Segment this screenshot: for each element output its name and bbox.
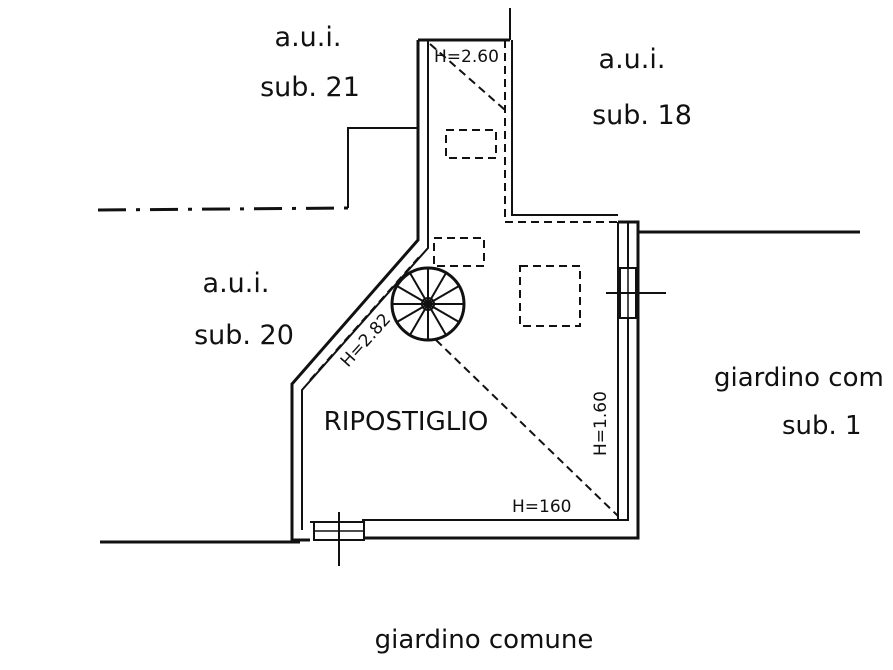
- label-sub18-line2: sub. 18: [592, 100, 692, 131]
- window-south: [313, 512, 365, 566]
- wall-corridor-east: [504, 40, 618, 223]
- boundary-lines: [97, 8, 860, 544]
- wall-inner-east-south: [362, 222, 629, 521]
- boundary-west-dashdot: [97, 206, 349, 212]
- label-sub20-line1: a.u.i.: [203, 268, 270, 299]
- wall-outer-east-south: [362, 220, 640, 540]
- height-label-bottom: H=160: [512, 497, 571, 517]
- room-label: RIPOSTIGLIO: [324, 407, 489, 437]
- boundary-sub21-step: [347, 127, 418, 208]
- skylight-middle: [433, 237, 485, 267]
- label-sub21-line2: sub. 21: [260, 72, 360, 103]
- label-garden-east-line2: sub. 1: [782, 411, 862, 441]
- slope-line-west: [309, 255, 421, 381]
- wall-corridor-east-outer: [511, 40, 618, 216]
- slope-line-top: [429, 43, 506, 111]
- label-sub20-line2: sub. 20: [194, 320, 294, 351]
- slope-line-diagonal: [435, 339, 619, 517]
- label-sub18-line1: a.u.i.: [599, 44, 666, 75]
- wall-outer-west: [290, 40, 420, 542]
- window-east: [606, 267, 666, 319]
- height-label-right: H=1.60: [591, 391, 611, 456]
- dashed-openings: [433, 129, 581, 327]
- skylight-right: [519, 265, 581, 327]
- label-garden-east-line1: giardino com: [714, 363, 884, 393]
- slope-lines: [309, 43, 619, 517]
- skylight-top: [445, 129, 497, 159]
- spiral-staircase-icon: [390, 266, 466, 342]
- height-label-top: H=2.60: [434, 47, 499, 67]
- label-garden-south: giardino comune: [375, 625, 594, 655]
- room-walls: [290, 38, 640, 542]
- label-sub21-line1: a.u.i.: [275, 22, 342, 53]
